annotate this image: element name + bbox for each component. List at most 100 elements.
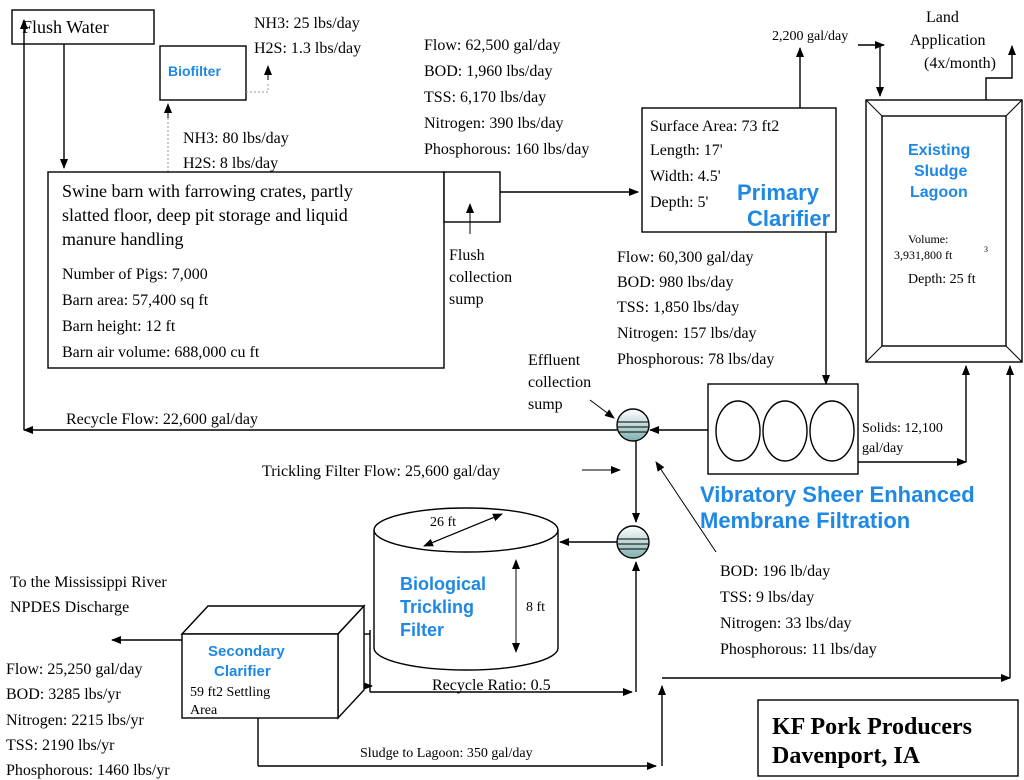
- clarifier-depth: Depth: 5': [650, 194, 709, 211]
- biofilter-exhaust-line: [246, 82, 269, 93]
- final-nitrogen: Nitrogen: 2215 lbs/yr: [6, 712, 144, 729]
- permeate-tss: TSS: 9 lbs/day: [720, 589, 814, 606]
- permeate-bod: BOD: 196 lb/day: [720, 563, 830, 580]
- clarifier-title-2: Clarifier: [747, 206, 831, 231]
- biofilter-label: Biofilter: [168, 63, 221, 79]
- owner-location: Davenport, IA: [772, 743, 921, 769]
- primary-effluent-flow: Flow: 60,300 gal/day: [617, 249, 753, 266]
- effluent-sump-pointer: [589, 399, 615, 419]
- owner-name: KF Pork Producers: [772, 714, 972, 740]
- influent-tss: TSS: 6,170 lbs/day: [424, 89, 546, 106]
- solids-label-2: gal/day: [862, 441, 903, 456]
- flush-sump-label-2: collection: [449, 269, 512, 286]
- filter-bottom: [373, 647, 559, 671]
- secondary-clarifier-front: [181, 633, 339, 719]
- influent-flow: Flow: 62,500 gal/day: [424, 37, 560, 54]
- biofilter-out-nh3: NH3: 25 lbs/day: [254, 15, 360, 32]
- owner-box: [757, 699, 1019, 777]
- final-tss: TSS: 2190 lbs/yr: [6, 737, 115, 754]
- primary-effluent-bod: BOD: 980 lbs/day: [617, 274, 733, 291]
- membrane-unit-box: [707, 383, 859, 475]
- primary-effluent-phosphorous: Phosphorous: 78 lbs/day: [617, 351, 774, 368]
- lagoon-bevel-tl: [865, 99, 883, 117]
- clarifier-width: Width: 4.5': [650, 168, 721, 185]
- membrane-module-1: [715, 400, 761, 462]
- filter-title-2: Trickling: [400, 597, 474, 617]
- final-phosphorous: Phosphorous: 1460 lbs/yr: [6, 762, 170, 779]
- final-bod: BOD: 3285 lbs/yr: [6, 686, 121, 703]
- vsep-label-2: Membrane Filtration: [700, 508, 910, 533]
- flush-water-label: Flush Water: [22, 17, 109, 37]
- barn-pigs: Number of Pigs: 7,000: [62, 266, 208, 283]
- lagoon-title-1: Existing: [908, 142, 970, 159]
- diameter-arrow-left: [423, 513, 503, 547]
- lagoon-bevel-bl: [865, 345, 883, 363]
- permeate-nitrogen: Nitrogen: 33 lbs/day: [720, 615, 852, 632]
- effluent-sump: [616, 408, 650, 442]
- flush-sump-label-1: Flush: [449, 247, 485, 264]
- primary-effluent-tss: TSS: 1,850 lbs/day: [617, 299, 739, 316]
- barn-area: Barn area: 57,400 sq ft: [62, 292, 209, 309]
- overflow-label: 2,200 gal/day: [772, 29, 848, 44]
- trickling-filter-sump: [616, 525, 650, 559]
- sec-clarifier-area-1: 59 ft2 Settling: [190, 685, 270, 700]
- flush-sump-label-3: sump: [449, 291, 484, 308]
- lagoon-bevel-br: [1005, 345, 1023, 363]
- biofilter-in-h2s: H2S: 8 lbs/day: [183, 155, 278, 172]
- lagoon-volume-2: 3,931,800 ft: [894, 248, 953, 262]
- solids-label-1: Solids: 12,100: [862, 421, 943, 436]
- trickling-filter-flow-label: Trickling Filter Flow: 25,600 gal/day: [262, 463, 500, 480]
- recycle-flow-label: Recycle Flow: 22,600 gal/day: [66, 411, 258, 428]
- permeate-phosphorous: Phosphorous: 11 lbs/day: [720, 641, 877, 658]
- final-flow: Flow: 25,250 gal/day: [6, 661, 142, 678]
- primary-effluent-nitrogen: Nitrogen: 157 lbs/day: [617, 325, 757, 342]
- effluent-sump-label-2: collection: [528, 374, 591, 391]
- filter-diameter: 26 ft: [430, 515, 456, 530]
- sec-clarifier-area-2: Area: [190, 703, 218, 718]
- flush-sump-box: [443, 171, 501, 223]
- barn-desc-2: slatted floor, deep pit storage and liqu…: [62, 205, 348, 225]
- biofilter-box: [159, 45, 247, 101]
- recycle-ratio-label: Recycle Ratio: 0.5: [432, 677, 551, 694]
- biofilter-out-h2s: H2S: 1.3 lbs/day: [254, 40, 361, 57]
- land-app-1: Land: [926, 9, 959, 26]
- biofilter-in-nh3: NH3: 80 lbs/day: [183, 130, 289, 147]
- effluent-sump-label-3: sump: [528, 396, 563, 413]
- filter-height: 8 ft: [526, 600, 545, 615]
- barn-height: Barn height: 12 ft: [62, 318, 176, 335]
- flush-water-box: [11, 9, 155, 45]
- vsep-label-1: Vibratory Sheer Enhanced: [700, 482, 975, 507]
- lagoon-depth: Depth: 25 ft: [908, 272, 976, 287]
- permeate-pointer: [655, 461, 717, 553]
- clarifier-surface: Surface Area: 73 ft2: [650, 118, 779, 135]
- filter-title-3: Filter: [400, 620, 444, 640]
- sec-clarifier-title-2: Clarifier: [214, 663, 271, 680]
- primary-clarifier-box: [641, 107, 837, 233]
- river-label-1: To the Mississippi River: [10, 574, 167, 591]
- influent-nitrogen: Nitrogen: 390 lbs/day: [424, 115, 564, 132]
- influent-phosphorous: Phosphorous: 160 lbs/day: [424, 141, 589, 158]
- secondary-clarifier-top: [180, 605, 366, 635]
- influent-bod: BOD: 1,960 lbs/day: [424, 63, 552, 80]
- river-label-2: NPDES Discharge: [10, 599, 129, 616]
- lagoon-bevel-tr: [1005, 99, 1023, 117]
- lagoon-to-land-arrow: [985, 45, 1016, 100]
- sludge-lagoon-inner: [881, 115, 1007, 347]
- barn-desc-3: manure handling: [62, 229, 183, 249]
- filter-title-1: Biological: [400, 574, 486, 594]
- barn-volume: Barn air volume: 688,000 cu ft: [62, 344, 260, 361]
- filter-top: [373, 507, 559, 553]
- lagoon-title-2: Sludge: [914, 163, 967, 180]
- barn-desc-1: Swine barn with farrowing crates, partly: [62, 181, 353, 201]
- sludge-to-lagoon-label: Sludge to Lagoon: 350 gal/day: [360, 746, 533, 761]
- clarifier-title-1: Primary: [737, 180, 820, 205]
- lagoon-volume-1: Volume:: [908, 232, 948, 246]
- lagoon-volume-sup: 3: [984, 245, 988, 254]
- land-app-3: (4x/month): [924, 55, 996, 72]
- clarifier-length: Length: 17': [650, 142, 723, 159]
- lagoon-title-3: Lagoon: [910, 184, 968, 201]
- membrane-module-3: [809, 400, 855, 462]
- effluent-sump-label-1: Effluent: [528, 352, 581, 369]
